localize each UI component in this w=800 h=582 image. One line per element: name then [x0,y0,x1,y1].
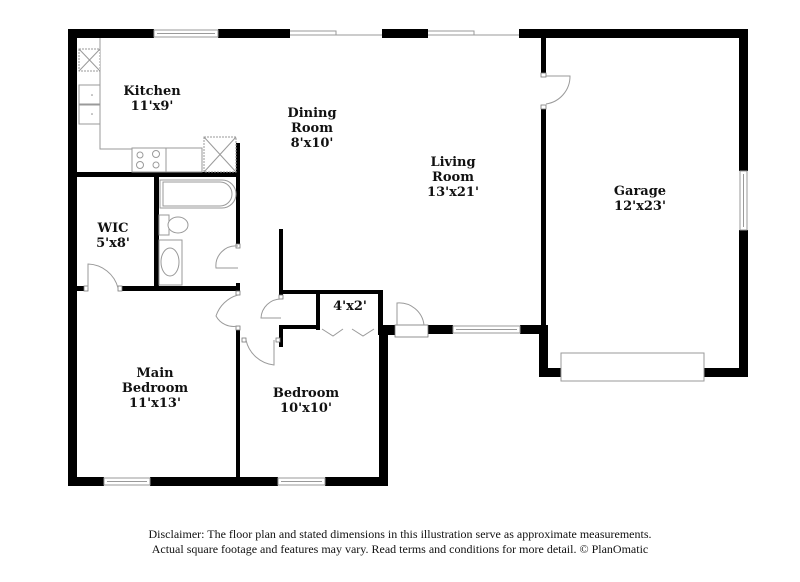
room-label-living-room: Living Room 13'x21' [427,155,479,200]
disclaimer: Disclaimer: The floor plan and stated di… [0,527,800,557]
room-label-bedroom: Bedroom 10'x10' [273,386,339,416]
room-name: Kitchen [123,84,181,99]
room-dims: 5'x8' [96,236,130,251]
room-name-line2: Room [291,121,333,136]
room-name: Garage [613,184,667,199]
room-name: Bedroom [272,386,340,401]
room-name-line1: Dining [287,106,337,121]
room-dims: 11'x13' [129,396,181,411]
room-dims: 13'x21' [427,185,479,200]
room-name-line1: Main [136,366,174,381]
room-label-closet: 4'x2' [333,299,367,314]
room-label-dining-room: Dining Room 8'x10' [287,106,336,151]
room-label-wic: WIC 5'x8' [96,221,130,251]
room-name-line1: Living [430,155,476,170]
exterior-walls [68,29,748,486]
room-dims: 10'x10' [280,401,332,416]
disclaimer-line1: Disclaimer: The floor plan and stated di… [148,527,652,541]
room-dims: 11'x9' [130,99,174,114]
room-dims: 4'x2' [333,299,367,314]
doors [83,72,571,366]
room-label-kitchen: Kitchen 11'x9' [123,84,180,114]
room-name-line2: Room [432,170,474,185]
disclaimer-line2: Actual square footage and features may v… [151,542,649,556]
room-dims: 8'x10' [290,136,334,151]
kitchen-fixtures [78,38,237,173]
room-dims: 12'x23' [614,199,666,214]
interior-walls [77,143,383,486]
windows [103,29,748,486]
room-label-garage: Garage 12'x23' [614,184,666,214]
bath-fixtures [158,179,237,286]
room-label-main-bedroom: Main Bedroom 11'x13' [122,366,188,411]
room-name-line2: Bedroom [121,381,189,396]
room-name: WIC [97,221,129,236]
